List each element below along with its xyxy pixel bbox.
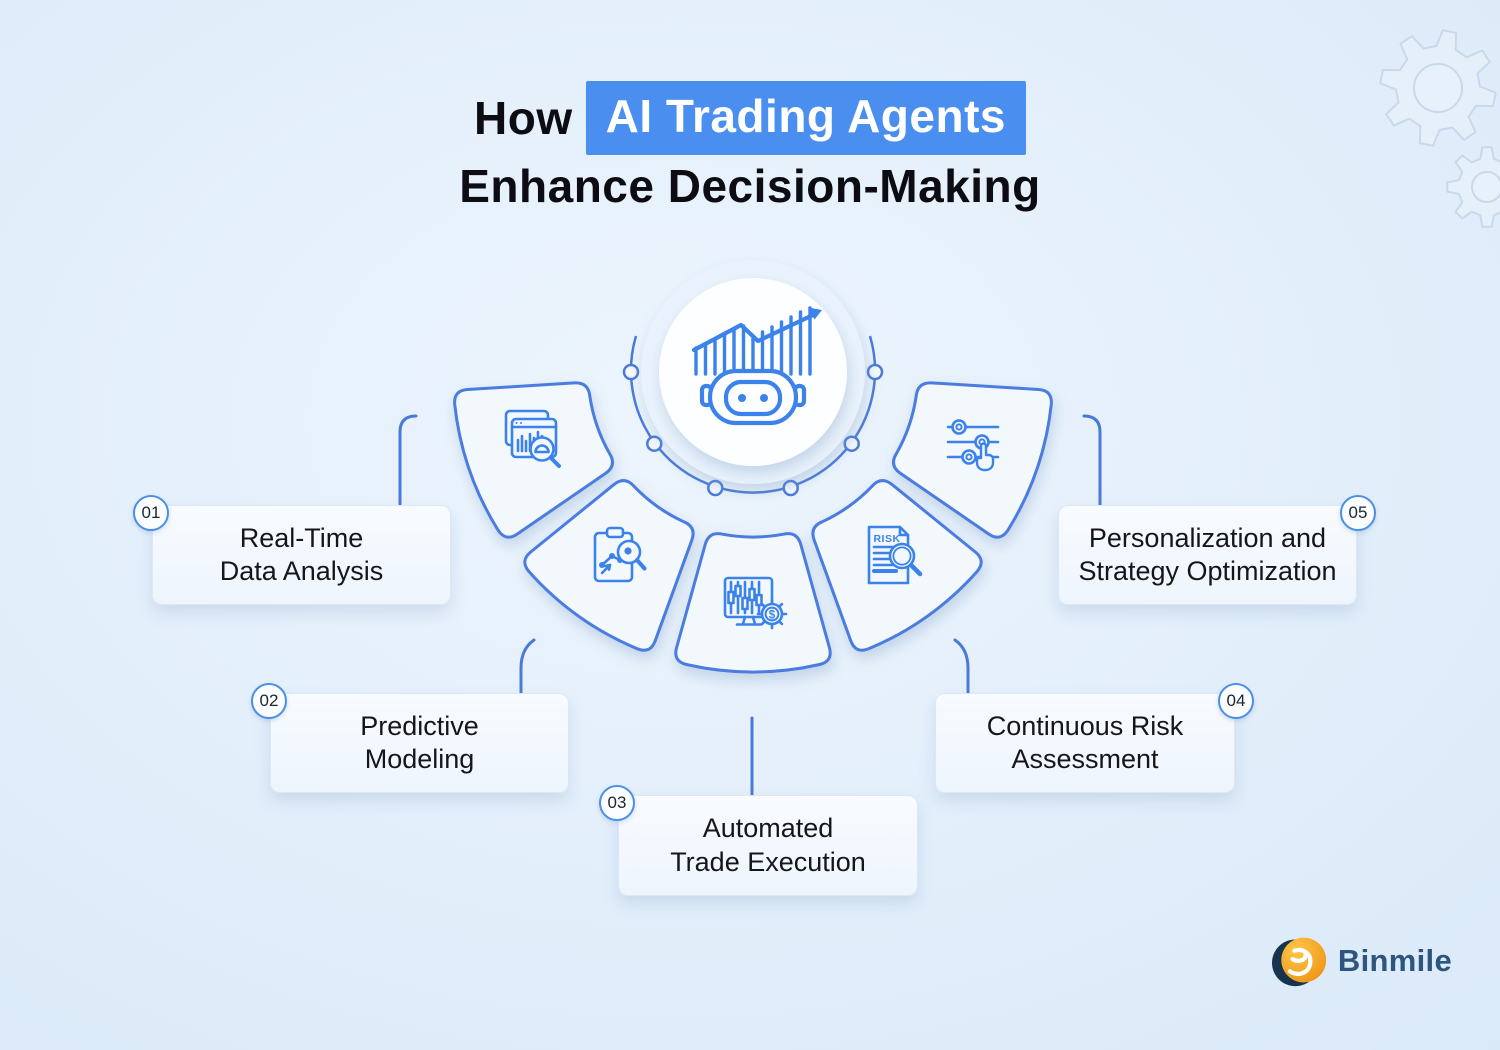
item-card-5: 05 Personalization and Strategy Optimiza… [1058, 495, 1376, 605]
item-label: Automated Trade Execution [670, 813, 866, 877]
item-card-4: 04 Continuous Risk Assessment [935, 683, 1254, 793]
title-prefix: How [474, 92, 573, 144]
risk-label: RISK [873, 533, 900, 545]
dollar-glyph: $ [769, 609, 776, 621]
item-label: Personalization and Strategy Optimizatio… [1078, 522, 1337, 587]
item-card-2: 02 Predictive Modeling [251, 683, 569, 793]
wedge-realtime-data-analysis [453, 381, 614, 539]
analytics-window-magnifier-icon [504, 409, 561, 468]
connector-4 [953, 638, 970, 696]
connectors [398, 414, 1102, 798]
arc-node [646, 435, 663, 452]
pointing-hand [975, 442, 995, 472]
title-line-1: How AI Trading Agents [0, 81, 1500, 155]
item-card-3: 03 Automated Trade Execution [599, 785, 918, 896]
item-number-badge: 05 [1340, 495, 1376, 531]
item-number-badge: 01 [133, 495, 169, 531]
gear-decorations [1379, 29, 1500, 228]
arc-node [707, 479, 724, 497]
arc-node [622, 363, 640, 381]
gear-hole [1413, 63, 1463, 113]
brand-name: Binmile [1337, 943, 1452, 978]
connector-2 [519, 638, 536, 696]
item-number-badge: 03 [599, 785, 635, 821]
arc-node [782, 479, 799, 497]
arc-nodes [622, 363, 884, 497]
sliders-hand-icon [946, 419, 1000, 472]
title-highlight: AI Trading Agents [585, 81, 1026, 155]
item-number-badge: 04 [1218, 683, 1254, 719]
item-card-1: 01 Real-Time Data Analysis [133, 495, 451, 605]
item-label: Predictive Modeling [360, 710, 479, 775]
gear-hole [1471, 171, 1500, 203]
hub-arc [629, 335, 877, 494]
title-line-2: Enhance Decision-Making [459, 160, 1041, 212]
arc-node [866, 363, 884, 381]
clipboard-trend-magnifier-icon [593, 526, 647, 583]
trading-bot-growth-chart-icon [691, 306, 822, 426]
item-label: Continuous Risk Assessment [986, 710, 1184, 775]
item-number-badge: 02 [251, 683, 287, 719]
binmile-logo-icon [1271, 937, 1327, 987]
center-hub [641, 260, 865, 484]
risk-document-magnifier-icon: RISK [867, 525, 923, 585]
binmile-logo: Binmile [1271, 933, 1452, 989]
connector-5 [1082, 414, 1102, 508]
connector-1 [398, 414, 418, 508]
page-title: How AI Trading Agents Enhance Decision-M… [0, 81, 1500, 217]
arc-node [843, 435, 860, 452]
candlestick-monitor-dollar-gear-icon: $ [723, 576, 788, 630]
item-label: Real-Time Data Analysis [219, 522, 384, 587]
